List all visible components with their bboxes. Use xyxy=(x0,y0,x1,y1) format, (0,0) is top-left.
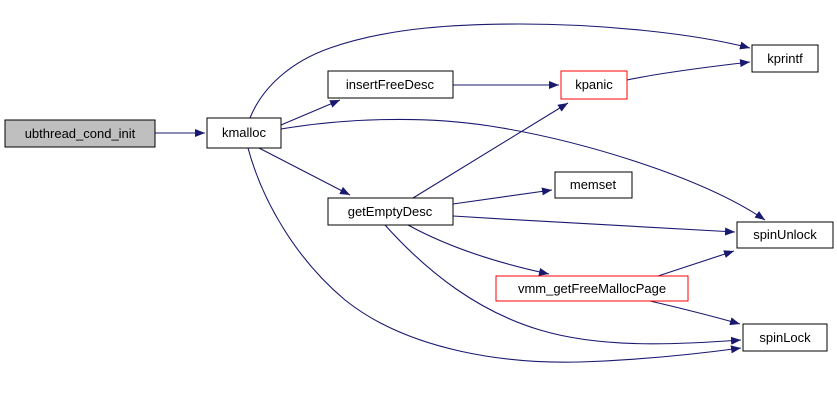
node-getEmptyDesc-label[interactable]: getEmptyDesc xyxy=(348,204,433,219)
node-spinLock-label[interactable]: spinLock xyxy=(759,330,811,345)
edge-kmalloc-to-insertFreeDesc xyxy=(280,99,341,126)
node-spinLock[interactable]: spinLock xyxy=(742,323,828,352)
edge-kmalloc-to-kprintf xyxy=(249,23,751,119)
edge-getEmptyDesc-to-kpanic xyxy=(412,102,569,199)
node-spinUnlock-label[interactable]: spinUnlock xyxy=(753,227,817,242)
nodes-layer: ubthread_cond_init kmalloc insertFreeDes… xyxy=(4,44,834,352)
node-kpanic-label[interactable]: kpanic xyxy=(575,77,613,92)
node-memset[interactable]: memset xyxy=(554,171,633,199)
edge-vmm_getFreeMallocPage-to-spinUnlock xyxy=(657,250,735,277)
node-vmm_getFreeMallocPage-label[interactable]: vmm_getFreeMallocPage xyxy=(518,281,666,296)
node-vmm_getFreeMallocPage[interactable]: vmm_getFreeMallocPage xyxy=(495,275,689,302)
edge-kpanic-to-kprintf xyxy=(626,59,751,81)
edge-getEmptyDesc-to-spinLock xyxy=(384,224,742,345)
node-memset-label[interactable]: memset xyxy=(570,177,617,192)
node-kprintf[interactable]: kprintf xyxy=(751,44,819,73)
node-spinUnlock[interactable]: spinUnlock xyxy=(736,221,834,249)
node-ubthread_cond_init-box xyxy=(4,119,156,148)
node-ubthread_cond_init: ubthread_cond_init xyxy=(4,119,156,148)
edge-kmalloc-to-spinUnlock xyxy=(280,118,766,221)
node-memset-box[interactable] xyxy=(554,171,633,199)
edge-getEmptyDesc-to-spinUnlock xyxy=(452,215,736,236)
node-kmalloc[interactable]: kmalloc xyxy=(206,117,282,149)
edge-getEmptyDesc-to-memset xyxy=(452,187,553,205)
edge-vmm_getFreeMallocPage-to-spinLock xyxy=(649,300,741,326)
edge-kmalloc-to-getEmptyDesc xyxy=(258,147,351,196)
node-insertFreeDesc[interactable]: insertFreeDesc xyxy=(327,70,454,99)
node-kpanic[interactable]: kpanic xyxy=(560,70,628,100)
node-kmalloc-box[interactable] xyxy=(206,117,282,149)
edge-getEmptyDesc-to-vmm_getFreeMallocPage xyxy=(407,224,550,276)
node-getEmptyDesc[interactable]: getEmptyDesc xyxy=(327,197,454,226)
node-insertFreeDesc-box[interactable] xyxy=(327,70,454,99)
node-kprintf-box[interactable] xyxy=(751,44,819,73)
edges-layer xyxy=(155,23,766,363)
node-kpanic-box[interactable] xyxy=(560,70,628,100)
node-insertFreeDesc-label[interactable]: insertFreeDesc xyxy=(346,77,435,92)
node-ubthread_cond_init-label: ubthread_cond_init xyxy=(25,126,136,141)
node-kprintf-label[interactable]: kprintf xyxy=(767,51,803,66)
node-vmm_getFreeMallocPage-box[interactable] xyxy=(495,275,689,302)
node-spinLock-box[interactable] xyxy=(742,323,828,352)
node-getEmptyDesc-box[interactable] xyxy=(327,197,454,226)
edge-kmalloc-to-spinLock xyxy=(247,147,742,363)
node-spinUnlock-box[interactable] xyxy=(736,221,834,249)
node-kmalloc-label[interactable]: kmalloc xyxy=(222,125,267,140)
